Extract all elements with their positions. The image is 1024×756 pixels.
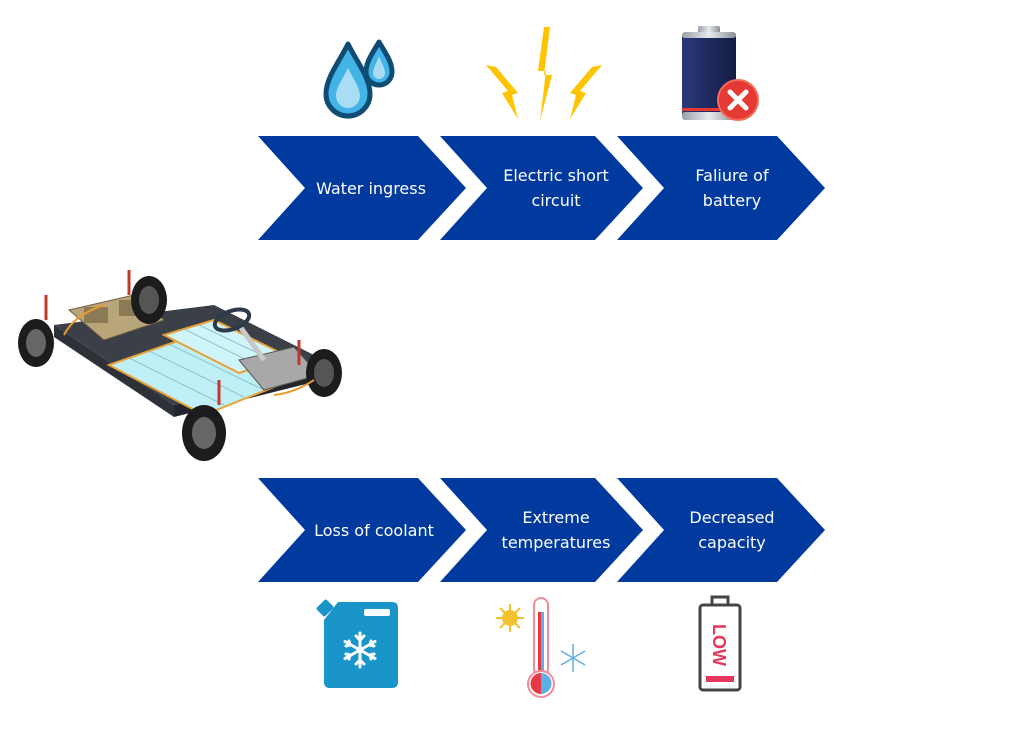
step-label: Extreme temperatures: [501, 508, 611, 552]
wheel: [131, 276, 167, 324]
low-battery-icon: LOW: [696, 594, 746, 694]
battery-failure-icon: [678, 24, 762, 124]
water-drops-icon: [322, 38, 402, 124]
chevron-electric-short-circuit: Electric short circuit: [440, 136, 650, 241]
thermometer-icon: [494, 596, 594, 700]
chevron-extreme-temperatures: Extreme temperatures: [440, 478, 650, 583]
step-label: Decreased capacity: [689, 508, 775, 552]
low-label: LOW: [709, 624, 729, 666]
step-label: Water ingress: [316, 178, 426, 198]
coolant-canister-icon: [316, 596, 400, 690]
step-label: Faliure of battery: [695, 166, 769, 210]
step-label: Loss of coolant: [314, 520, 434, 540]
chevron-decreased-capacity: Decreased capacity: [617, 478, 827, 583]
chevron-loss-of-coolant: Loss of coolant: [258, 478, 468, 583]
ev-chassis-image: [14, 265, 354, 469]
wheel: [18, 319, 54, 367]
wheel: [182, 405, 226, 461]
step-label: Electric short circuit: [503, 166, 609, 210]
chevron-failure-of-battery: Faliure of battery: [617, 136, 827, 241]
lightning-bolts-icon: [482, 25, 604, 125]
wheel: [306, 349, 342, 397]
chevron-water-ingress: Water ingress: [258, 136, 468, 241]
